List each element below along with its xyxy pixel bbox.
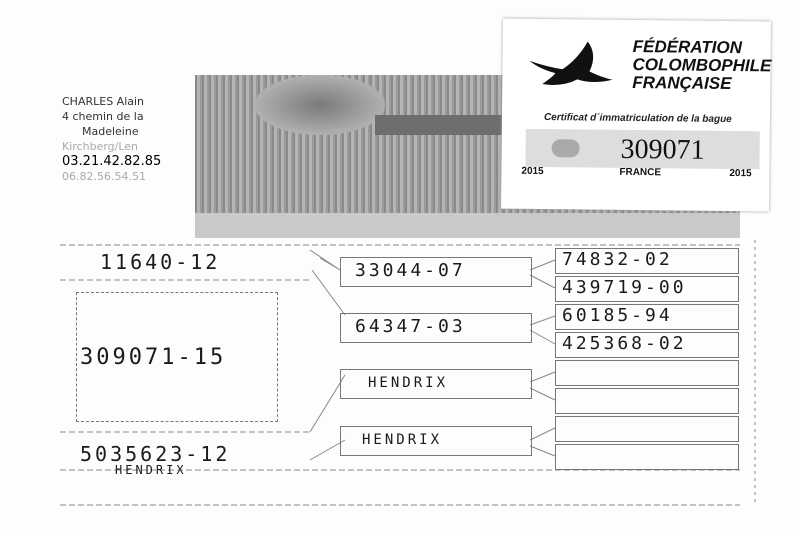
great-grandparent-ring: 74832-02 [562,249,673,270]
pedigree-box [555,276,739,302]
sire-sire: 33044-07 [355,260,466,281]
pedigree-box [555,332,739,358]
pedigree-box [340,369,532,399]
subject-box [76,292,278,422]
dam-ring: 5035623-12 [80,442,231,466]
sire-dam: 64347-03 [355,316,466,337]
owner-name: CHARLES Alain [62,95,145,108]
pedigree-box [555,360,739,386]
owner-phone: 03.21.42.82.85 [62,154,162,169]
pedigree-box [555,388,739,414]
great-grandparent-ring: 425368-02 [562,333,687,354]
great-grandparent-ring: 60185-94 [562,305,673,326]
owner-address: Madeleine [82,125,139,138]
pedigree-box [555,248,739,274]
pedigree-box [340,426,532,456]
dam-sire: HENDRIX [368,375,449,391]
pedigree-box [340,257,532,287]
pedigree-box [555,416,739,442]
owner-address: 4 chemin de la [62,110,144,123]
pedigree-box [555,304,739,330]
great-grandparent-ring: 439719-00 [562,277,687,298]
dam-dam: HENDRIX [362,432,443,448]
owner-contact: CHARLES Alain 4 chemin de la Madeleine K… [62,94,161,184]
owner-city: Kirchberg/Len [62,140,139,153]
pedigree-box [340,313,532,343]
pedigree-box [555,444,739,470]
dam-name: HENDRIX [115,463,187,477]
dove-logo-icon [529,41,613,85]
owner-phone: 06.82.56.54.51 [62,170,146,183]
subject-ring: 309071-15 [80,345,227,370]
sire-ring: 11640-12 [100,250,221,274]
